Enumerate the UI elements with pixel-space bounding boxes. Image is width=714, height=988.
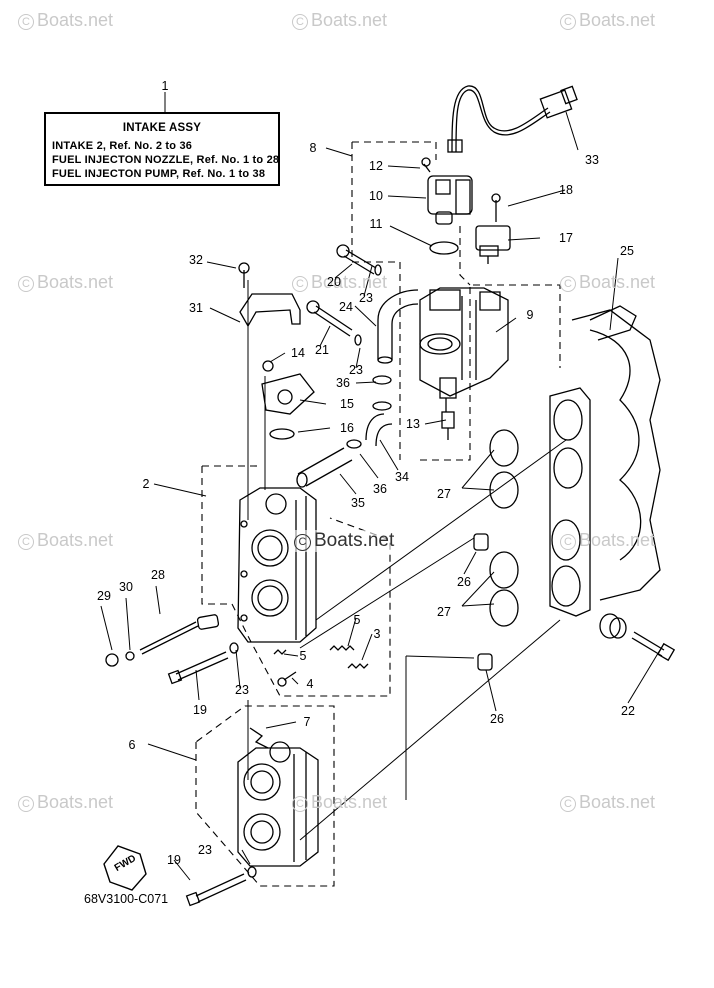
callout-18[interactable]: 18 <box>559 183 573 197</box>
callout-23[interactable]: 23 <box>359 291 373 305</box>
callout-25[interactable]: 25 <box>620 244 634 258</box>
callout-10[interactable]: 10 <box>369 189 383 203</box>
callout-17[interactable]: 17 <box>559 231 573 245</box>
callout-15[interactable]: 15 <box>340 397 354 411</box>
callout-27[interactable]: 27 <box>437 487 451 501</box>
hose-art <box>377 289 419 364</box>
callout-7[interactable]: 7 <box>303 715 311 729</box>
callout-19[interactable]: 19 <box>167 853 181 867</box>
callout-26[interactable]: 26 <box>490 712 504 726</box>
callout-1[interactable]: 1 <box>161 79 169 93</box>
rod-art <box>105 614 257 907</box>
callout-31[interactable]: 31 <box>189 301 203 315</box>
copyright-icon: C <box>18 276 34 292</box>
copyright-icon: C <box>292 796 308 812</box>
callout-19[interactable]: 19 <box>193 703 207 717</box>
callout-33[interactable]: 33 <box>585 153 599 167</box>
callout-24[interactable]: 24 <box>339 300 353 314</box>
drawing-code: 68V3100-C071 <box>84 892 169 906</box>
bolts-art <box>306 244 382 346</box>
callout-3[interactable]: 3 <box>373 627 381 641</box>
throttle-body-upper-art <box>237 487 317 643</box>
callout-13[interactable]: 13 <box>406 417 420 431</box>
callout-16[interactable]: 16 <box>340 421 354 435</box>
copyright-icon: C <box>294 534 311 551</box>
copyright-icon: C <box>560 796 576 812</box>
leader-lines <box>100 92 661 881</box>
copyright-icon: C <box>18 534 34 550</box>
copyright-icon: C <box>560 276 576 292</box>
callout-14[interactable]: 14 <box>291 346 305 360</box>
callout-27[interactable]: 27 <box>437 605 451 619</box>
copyright-icon: C <box>292 276 308 292</box>
copyright-icon: C <box>560 14 576 30</box>
box-line-3: FUEL INJECTON PUMP, Ref. No. 1 to 38 <box>52 168 266 180</box>
callout-36[interactable]: 36 <box>336 376 350 390</box>
group-outline-8 <box>351 141 561 461</box>
callout-9[interactable]: 9 <box>526 308 534 322</box>
copyright-icon: C <box>292 14 308 30</box>
box-line-1: INTAKE 2, Ref. No. 2 to 36 <box>52 140 193 152</box>
callout-26[interactable]: 26 <box>457 575 471 589</box>
callout-23[interactable]: 23 <box>235 683 249 697</box>
title-box: INTAKE ASSY INTAKE 2, Ref. No. 2 to 36 F… <box>44 112 280 186</box>
callout-20[interactable]: 20 <box>327 275 341 289</box>
callout-2[interactable]: 2 <box>142 477 150 491</box>
callout-30[interactable]: 30 <box>119 580 133 594</box>
callout-35[interactable]: 35 <box>351 496 365 510</box>
o-rings-art <box>489 429 519 627</box>
callout-4[interactable]: 4 <box>306 677 314 691</box>
callout-11[interactable]: 11 <box>369 217 383 231</box>
callout-23[interactable]: 23 <box>349 363 363 377</box>
tubes-art <box>296 375 393 488</box>
group-outline-6 <box>195 705 335 887</box>
callout-36[interactable]: 36 <box>373 482 387 496</box>
callout-5[interactable]: 5 <box>353 613 361 627</box>
bracket-art <box>238 262 301 328</box>
callout-5[interactable]: 5 <box>299 649 307 663</box>
callout-23[interactable]: 23 <box>198 843 212 857</box>
bolt-22-art <box>599 613 676 662</box>
copyright-icon: C <box>18 796 34 812</box>
callout-29[interactable]: 29 <box>97 589 111 603</box>
callout-6[interactable]: 6 <box>128 738 136 752</box>
callout-28[interactable]: 28 <box>151 568 165 582</box>
injector-art <box>421 157 473 255</box>
springs-art <box>273 645 369 687</box>
callout-32[interactable]: 32 <box>189 253 203 267</box>
wire-harness-art <box>447 85 578 153</box>
group-outline-2 <box>201 465 391 697</box>
copyright-icon: C <box>560 534 576 550</box>
fwd-arrow-art <box>103 845 147 891</box>
intake-manifold-art <box>549 305 661 617</box>
box-title: INTAKE ASSY <box>122 122 202 134</box>
callout-8[interactable]: 8 <box>309 141 317 155</box>
callout-21[interactable]: 21 <box>315 343 329 357</box>
copyright-icon: C <box>18 14 34 30</box>
callout-12[interactable]: 12 <box>369 159 383 173</box>
throttle-sensor-art <box>261 360 315 440</box>
collars-art <box>473 533 493 671</box>
callout-22[interactable]: 22 <box>621 704 635 718</box>
sensor-art <box>475 193 511 264</box>
pump-body-art <box>419 287 509 440</box>
box-line-2: FUEL INJECTON NOZZLE, Ref. No. 1 to 28 <box>52 154 280 166</box>
callout-34[interactable]: 34 <box>395 470 409 484</box>
